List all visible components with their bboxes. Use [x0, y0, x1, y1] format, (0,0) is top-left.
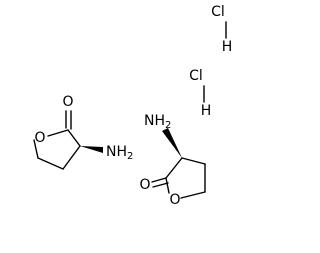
- molecule-1-bond-c5-c4: [37, 157, 64, 170]
- structure-diagram: Cl H Cl H O O NH2 NH2: [33, 4, 232, 208]
- molecule-2-bond-o1-c2: [165, 177, 170, 194]
- molecule-1-ring-oxygen: O: [34, 130, 45, 146]
- hcl-1-hydrogen: H: [222, 39, 233, 55]
- molecule-2-wedge-bond: [162, 128, 182, 158]
- molecule-1-amine-nh: NH: [106, 144, 127, 160]
- molecule-2-carbonyl-oxygen: O: [139, 177, 150, 193]
- molecule-1-bond-c2-c3: [67, 129, 81, 147]
- molecule-2-amine: NH2: [144, 113, 171, 131]
- molecule-2: NH2 O O: [139, 113, 206, 208]
- molecule-1-bond-c4-c3: [62, 145, 81, 170]
- molecule-2-amine-nh: NH: [144, 113, 165, 129]
- molecule-1-wedge-bond: [80, 146, 103, 153]
- hcl-2-chlorine: Cl: [189, 68, 203, 84]
- molecule-2-bond-c2-c3: [165, 157, 183, 179]
- molecule-1-carbonyl-oxygen: O: [62, 94, 73, 110]
- molecule-1: O O NH2: [33, 94, 133, 170]
- molecule-1-bond-o1-c5: [33, 139, 39, 159]
- molecule-2-carbonyl-bond-a: [151, 177, 167, 183]
- hcl-2: Cl H: [189, 68, 211, 119]
- molecule-2-amine-subscript: 2: [165, 120, 171, 131]
- molecule-1-amine: NH2: [106, 144, 133, 162]
- molecule-2-bond-c3-c4: [181, 157, 206, 165]
- hcl-2-hydrogen: H: [201, 103, 212, 119]
- molecule-2-carbonyl-bond-b: [152, 182, 169, 188]
- molecule-1-bond-c2-o1: [47, 129, 69, 137]
- molecule-1-amine-subscript: 2: [127, 151, 133, 162]
- hcl-1-chlorine: Cl: [211, 4, 225, 20]
- hcl-1: Cl H: [211, 4, 232, 55]
- molecule-2-bond-c5-o1: [180, 191, 206, 199]
- molecule-2-ring-oxygen: O: [169, 192, 180, 208]
